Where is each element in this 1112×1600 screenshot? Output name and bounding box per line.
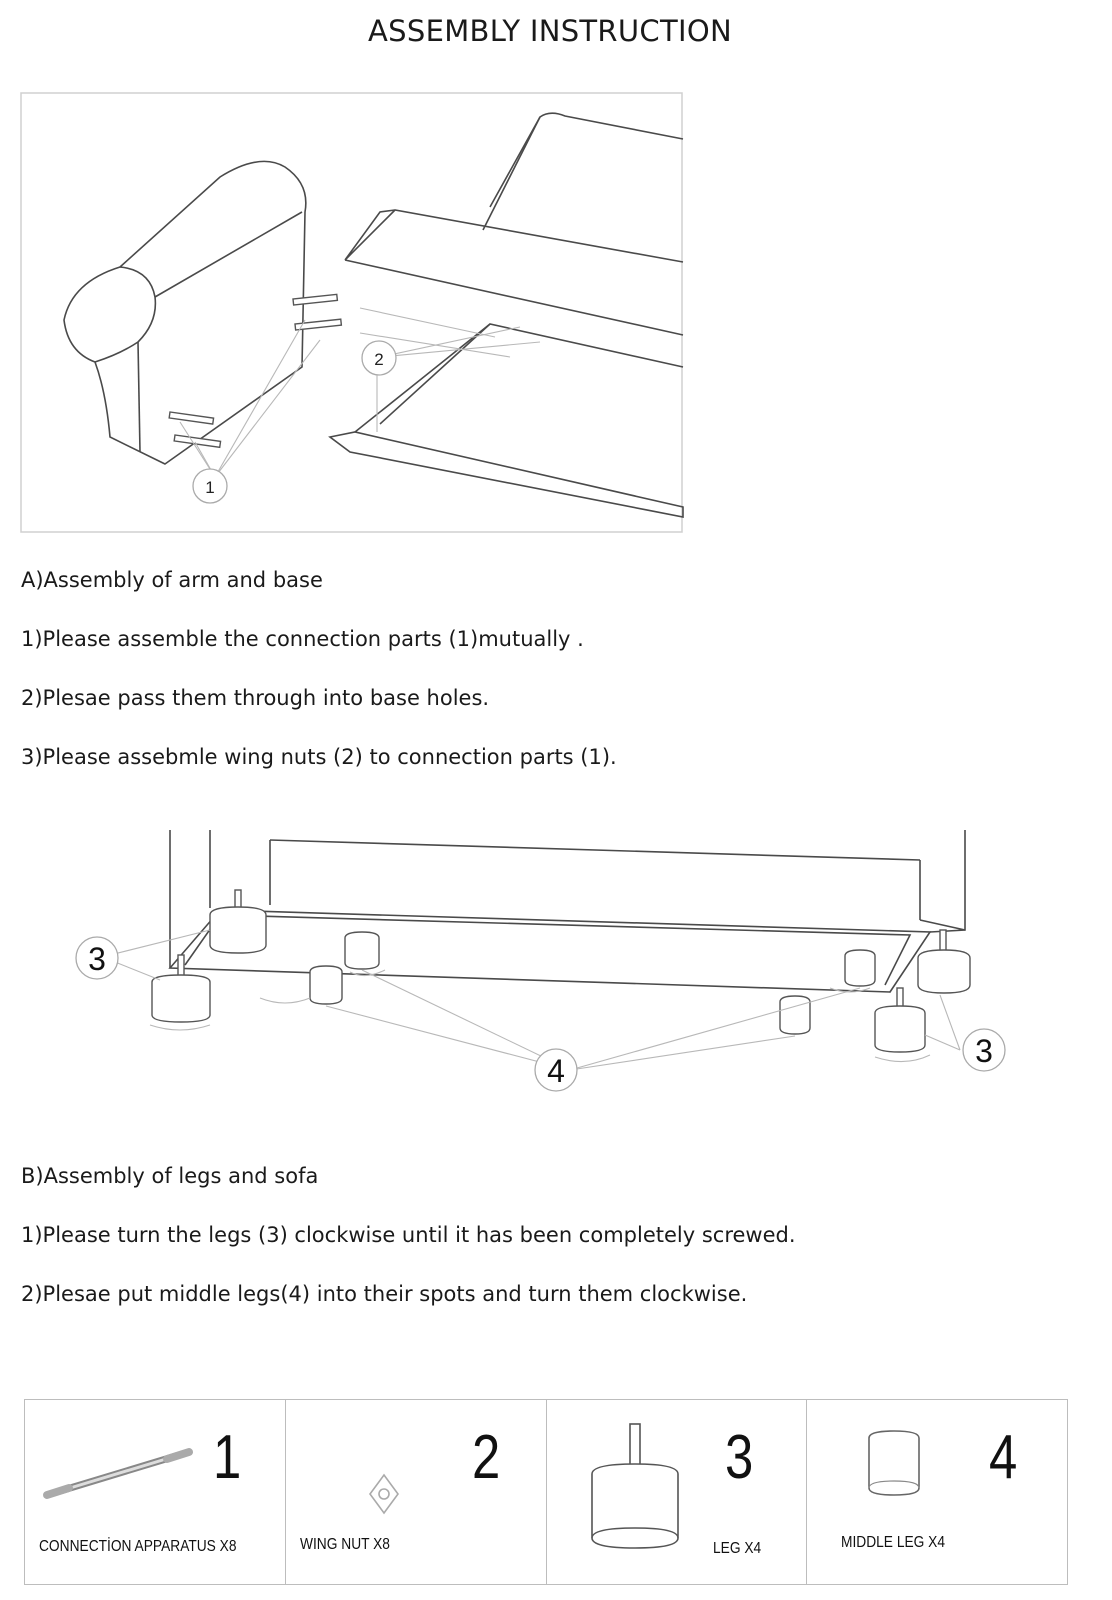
section-a-heading: A)Assembly of arm and base <box>21 568 323 592</box>
legs-sofa-illustration: 3 4 3 <box>75 830 1006 1092</box>
callout-3-left-label: 3 <box>88 941 106 977</box>
leg-front-left <box>209 889 267 954</box>
part-number-4: 4 <box>989 1423 1018 1492</box>
part-connection-apparatus: 1 CONNECTİON APPARATUS X8 <box>25 1400 286 1584</box>
part-number-3: 3 <box>724 1423 753 1492</box>
section-b-step-2: 2)Plesae put middle legs(4) into their s… <box>21 1282 748 1306</box>
page-title: ASSEMBLY INSTRUCTION <box>368 14 732 48</box>
callout-2-label: 2 <box>374 350 383 369</box>
middle-leg-4 <box>779 995 811 1035</box>
callout-2: 2 <box>361 340 397 376</box>
leg-back-right <box>917 929 971 994</box>
part-label-2: WING NUT X8 <box>299 1536 390 1553</box>
middle-leg-3 <box>844 949 876 987</box>
callout-1-label: 1 <box>205 478 214 497</box>
callout-3-right: 3 <box>962 1028 1006 1072</box>
callout-3-right-label: 3 <box>975 1033 993 1069</box>
callout-1: 1 <box>192 468 228 504</box>
section-b-step-1: 1)Please turn the legs (3) clockwise unt… <box>21 1223 796 1247</box>
figure-arm-and-base: 1 2 <box>20 92 685 535</box>
connection-rods <box>168 293 343 449</box>
parts-list: 1 CONNECTİON APPARATUS X8 2 WING NUT X8 … <box>24 1399 1068 1585</box>
part-wing-nut: 2 WING NUT X8 <box>286 1400 547 1584</box>
callout-4: 4 <box>534 1048 578 1092</box>
part-label-4: MIDDLE LEG X4 <box>841 1534 946 1551</box>
sofa-arm <box>63 160 307 465</box>
leg-icon <box>590 1423 679 1549</box>
part-number-2: 2 <box>471 1423 501 1492</box>
wing-nut-icon <box>368 1473 399 1515</box>
part-label-3: LEG X4 <box>712 1540 761 1557</box>
callout-4-label: 4 <box>547 1053 565 1089</box>
part-number-1: 1 <box>213 1423 242 1492</box>
leg-loose-right <box>874 987 926 1053</box>
section-a-step-1: 1)Please assemble the connection parts (… <box>21 627 584 651</box>
section-b-heading: B)Assembly of legs and sofa <box>21 1164 319 1188</box>
middle-legs <box>309 931 876 1035</box>
guide-lines <box>179 307 541 478</box>
connection-rod-icon <box>43 1448 193 1499</box>
middle-leg-2 <box>309 965 343 1005</box>
section-a-step-3: 3)Please assebmle wing nuts (2) to conne… <box>21 745 617 769</box>
rotation-guides <box>109 929 961 1071</box>
section-a-step-2: 2)Plesae pass them through into base hol… <box>21 686 490 710</box>
figure-legs-and-sofa: 3 4 3 <box>60 820 1050 1120</box>
part-label-1: CONNECTİON APPARATUS X8 <box>39 1538 237 1555</box>
part-leg: 3 LEG X4 <box>547 1400 808 1584</box>
part-middle-leg: 4 MIDDLE LEG X4 <box>807 1400 1067 1584</box>
sofa-base <box>328 112 684 518</box>
callout-3-left: 3 <box>75 936 119 980</box>
corner-legs <box>151 889 971 1053</box>
middle-leg-icon <box>868 1430 921 1496</box>
sofa-underside <box>168 830 966 993</box>
arm-base-illustration: 1 2 <box>20 92 684 533</box>
leg-loose-left <box>151 954 211 1023</box>
middle-leg-1 <box>344 931 380 970</box>
